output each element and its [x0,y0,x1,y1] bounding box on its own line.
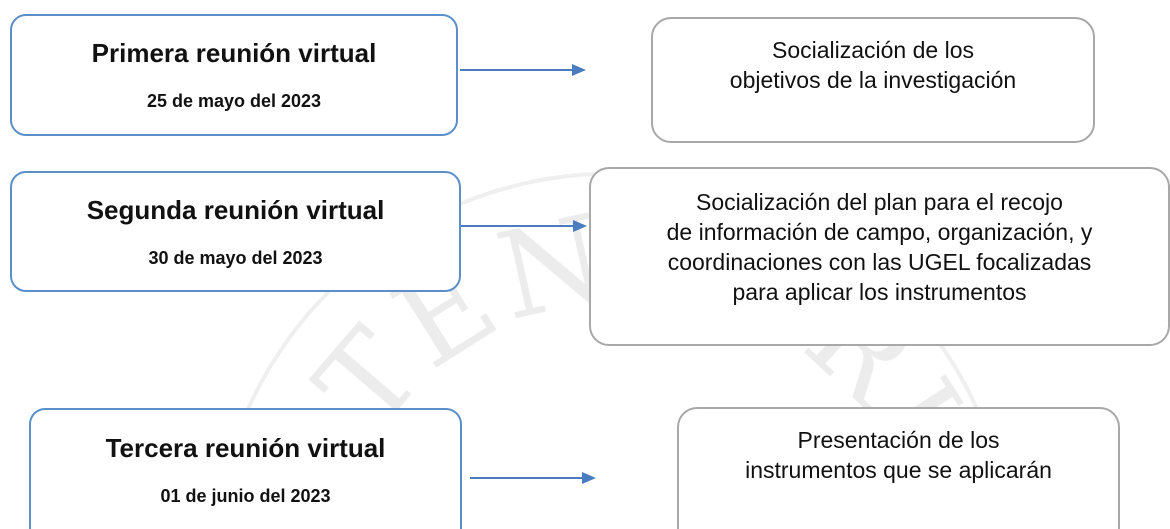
meeting-title: Segunda reunión virtual [86,194,385,225]
meeting-date: 25 de mayo del 2023 [146,91,322,111]
result-box-1: Socialización de los objetivos de la inv… [651,17,1095,143]
arrow-right-icon [461,220,587,232]
result-text: Presentación de los instrumentos que se … [745,427,1052,483]
meeting-box-2: Segunda reunión virtual 30 de mayo del 2… [10,171,461,292]
arrow-right-icon [470,472,596,484]
meeting-title: Primera reunión virtual [91,38,377,68]
result-box-2: Socialización del plan para el recojo de… [589,167,1170,346]
meeting-box-1: Primera reunión virtual 25 de mayo del 2… [10,14,458,136]
meeting-date: 30 de mayo del 2023 [148,247,323,268]
meeting-date: 01 de junio del 2023 [160,485,331,506]
meeting-box-3: Tercera reunión virtual 01 de junio del … [29,408,462,529]
result-text: Socialización de los objetivos de la inv… [729,37,1017,93]
arrow-right-icon [460,64,586,76]
meeting-title: Tercera reunión virtual [105,432,386,463]
result-text: Socialización del plan para el recojo de… [666,189,1093,305]
result-box-3: Presentación de los instrumentos que se … [677,407,1120,529]
